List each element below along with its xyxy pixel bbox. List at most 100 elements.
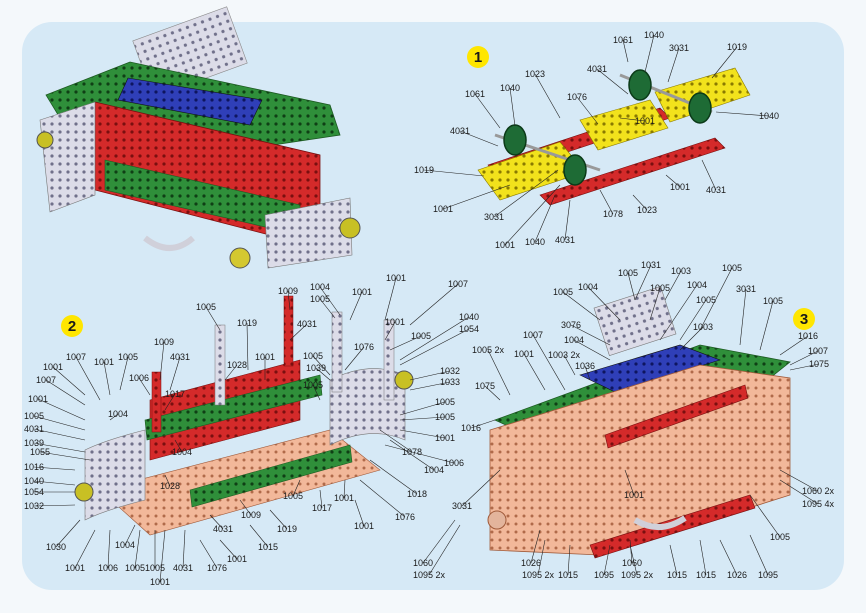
silver-bracket	[633, 515, 687, 530]
leader-line	[399, 401, 446, 416]
part-label: 1016	[461, 423, 481, 433]
part-label: 1004	[564, 335, 584, 345]
leader-line	[644, 34, 655, 73]
part-label: 1015	[558, 570, 578, 580]
part-label: 1015	[696, 570, 716, 580]
part-label: 1004	[424, 465, 444, 475]
leader-line	[699, 539, 707, 576]
silver-post	[214, 324, 226, 406]
leader-line	[119, 356, 129, 391]
leader-line	[624, 469, 635, 496]
leader-line	[665, 174, 681, 188]
leader-line	[319, 286, 341, 316]
wheel	[688, 92, 712, 124]
part-label: 1005	[435, 412, 455, 422]
part-label: 1078	[603, 209, 623, 219]
step-3: 3	[487, 286, 815, 559]
leader-line	[33, 504, 76, 507]
part-label: 1001	[150, 577, 170, 587]
leader-line	[779, 469, 819, 492]
leader-line	[33, 428, 86, 441]
leader-line	[570, 324, 611, 346]
leader-line	[354, 499, 365, 527]
leader-line	[779, 335, 809, 356]
leader-line	[209, 514, 224, 530]
leader-line	[563, 354, 576, 376]
part-label: 1015	[258, 542, 278, 552]
leader-line	[622, 39, 629, 63]
leader-line	[534, 194, 556, 243]
part-label: 4031	[450, 126, 470, 136]
part-label: 1026	[727, 570, 747, 580]
part-label: 1023	[525, 69, 545, 79]
leader-line	[739, 288, 747, 346]
green-lower-strip	[189, 444, 353, 508]
leader-line	[319, 298, 336, 319]
part-label: 1005	[303, 380, 323, 390]
part-label: 1023	[637, 205, 657, 215]
part-label: 1019	[414, 165, 434, 175]
part-label: 1001	[334, 493, 354, 503]
part-label: 1001	[670, 182, 690, 192]
leader-line	[599, 189, 614, 215]
part-label: 1060	[413, 558, 433, 568]
part-label: 1005	[553, 287, 573, 297]
leader-line	[627, 272, 636, 301]
step-number: 2	[68, 318, 76, 335]
part-label: 4031	[555, 235, 575, 245]
leader-line	[567, 544, 571, 576]
leader-line	[587, 286, 621, 321]
part-label: 1075	[475, 381, 495, 391]
part-label: 1095	[594, 570, 614, 580]
part-label: 1004	[687, 280, 707, 290]
part-label: 4031	[587, 64, 607, 74]
leader-line	[669, 544, 678, 576]
leader-line	[504, 184, 561, 246]
leader-line	[715, 111, 770, 117]
part-label: 1003	[693, 322, 713, 332]
pantograph	[593, 286, 677, 356]
silver-post	[383, 319, 395, 401]
part-label: 1001	[624, 490, 644, 500]
part-label: 1095 2x	[621, 570, 654, 580]
part-label: 1009	[241, 510, 261, 520]
part-label: 1040	[24, 476, 44, 486]
leader-line	[55, 519, 81, 548]
leader-line	[532, 334, 566, 391]
yellow-plate-middle	[579, 99, 669, 151]
part-label: 1001	[227, 554, 247, 564]
leader-line	[343, 479, 346, 499]
leader-line	[759, 300, 774, 351]
leader-line	[679, 326, 704, 351]
leader-line	[699, 267, 733, 331]
step-2-part-labels: 1009403110041005100110011007104010541005…	[24, 273, 479, 587]
part-label: 1001	[635, 116, 655, 126]
leader-line	[423, 169, 485, 177]
leader-line	[159, 529, 166, 583]
leader-line	[619, 117, 646, 122]
step-number: 3	[800, 311, 808, 328]
part-label: 1004	[310, 282, 330, 292]
part-label: 1005	[24, 411, 44, 421]
leader-line	[224, 364, 238, 381]
leader-line	[632, 194, 648, 211]
step-1: 1	[467, 46, 751, 206]
part-label: 1001	[255, 352, 275, 362]
leader-line	[399, 328, 470, 366]
part-label: 1040	[500, 83, 520, 93]
leader-line	[52, 366, 86, 396]
leader-line	[199, 539, 218, 569]
part-label: 4031	[297, 319, 317, 329]
leader-line	[461, 469, 501, 507]
part-label: 1019	[237, 318, 257, 328]
part-label: 1028	[160, 481, 180, 491]
leader-line	[428, 524, 461, 576]
leader-line	[349, 291, 363, 321]
part-label: 1005	[283, 491, 303, 501]
part-label: 1005	[696, 295, 716, 305]
red-strip-front	[539, 137, 726, 206]
red-post	[151, 371, 162, 433]
